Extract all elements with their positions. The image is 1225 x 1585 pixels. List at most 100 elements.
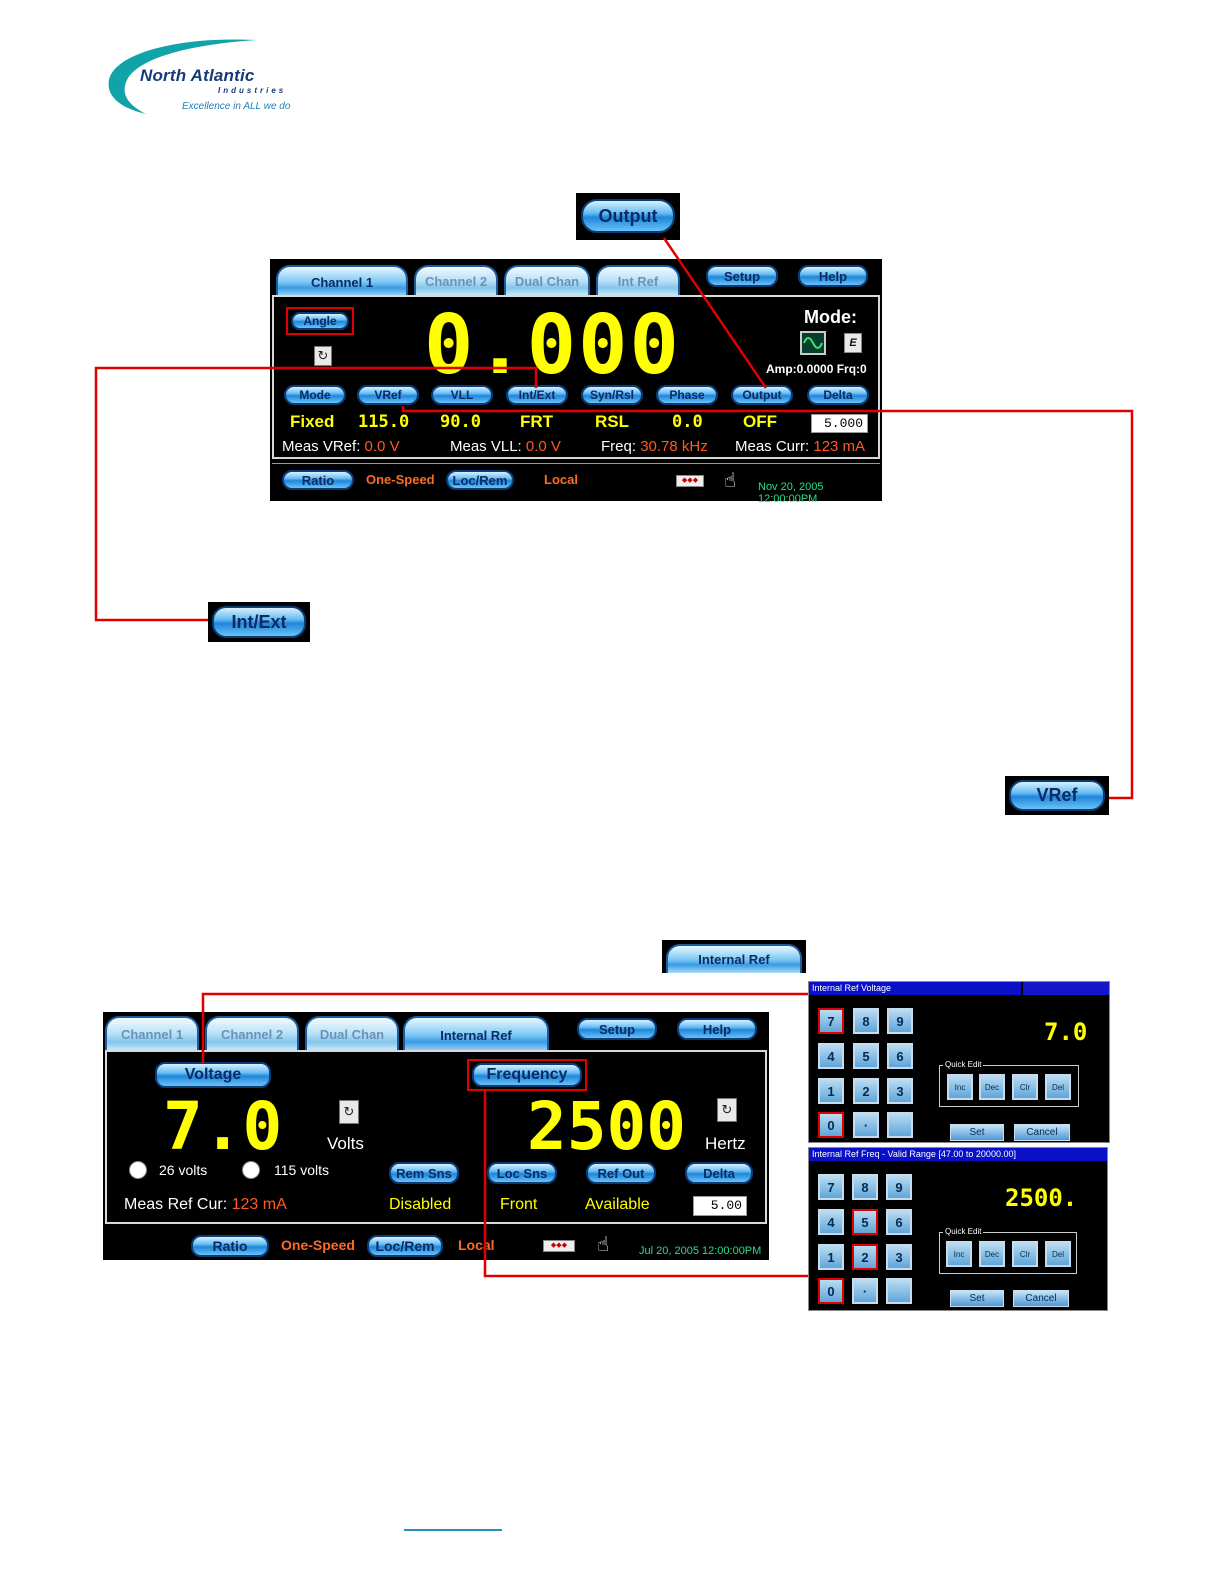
loc-rem-button[interactable]: Loc/Rem xyxy=(446,470,514,490)
clr-button[interactable]: Clr xyxy=(1012,1241,1038,1267)
hand-cursor-icon: ☝ xyxy=(597,1234,610,1256)
key-4[interactable]: 4 xyxy=(818,1043,844,1069)
key-7[interactable]: 7 xyxy=(818,1174,844,1200)
key-0[interactable]: 0 xyxy=(818,1278,844,1304)
key-7[interactable]: 7 xyxy=(818,1008,844,1034)
cancel-button[interactable]: Cancel xyxy=(1013,1290,1069,1307)
voltage-keypad-dialog: Internal Ref Voltage 7 8 9 4 5 6 1 2 3 0… xyxy=(808,981,1110,1143)
key-1[interactable]: 1 xyxy=(818,1078,844,1104)
int-ext-callout-button[interactable]: Int/Ext xyxy=(212,606,306,638)
clr-button[interactable]: Clr xyxy=(1012,1074,1038,1100)
cancel-button[interactable]: Cancel xyxy=(1014,1124,1070,1141)
rem-sns-button[interactable]: Rem Sns xyxy=(389,1162,459,1184)
meas-curr: Meas Curr: 123 mA xyxy=(735,438,866,455)
set-button[interactable]: Set xyxy=(950,1124,1004,1141)
callout-internal-ref: Internal Ref xyxy=(662,940,806,973)
radio-26-volts[interactable] xyxy=(129,1161,147,1179)
key-0[interactable]: 0 xyxy=(818,1112,844,1138)
key-decimal[interactable]: · xyxy=(853,1112,879,1138)
internal-ref-callout-tab[interactable]: Internal Ref xyxy=(666,944,802,973)
tab-dual-chan[interactable]: Dual Chan xyxy=(305,1016,399,1050)
key-decimal[interactable]: · xyxy=(852,1278,878,1304)
connection-icon: ◆◆◆ xyxy=(676,475,704,487)
delta-button[interactable]: Delta xyxy=(807,385,869,405)
frequency-button[interactable]: Frequency xyxy=(472,1063,582,1087)
key-3[interactable]: 3 xyxy=(886,1244,912,1270)
del-button[interactable]: Del xyxy=(1045,1241,1071,1267)
setup-button[interactable]: Setup xyxy=(706,265,778,287)
key-4[interactable]: 4 xyxy=(818,1209,844,1235)
ratio-button[interactable]: Ratio xyxy=(191,1235,269,1257)
frequency-refresh-icon[interactable]: ↻ xyxy=(717,1098,737,1122)
dec-button[interactable]: Dec xyxy=(979,1241,1005,1267)
callout-vref: VRef xyxy=(1005,776,1109,815)
meas-vll: Meas VLL: 0.0 V xyxy=(450,438,561,455)
output-button[interactable]: Output xyxy=(731,385,793,405)
key-9[interactable]: 9 xyxy=(887,1008,913,1034)
key-blank[interactable] xyxy=(887,1112,913,1138)
vref-button[interactable]: VRef xyxy=(357,385,419,405)
dec-button[interactable]: Dec xyxy=(979,1074,1005,1100)
mode-e-icon[interactable]: E xyxy=(844,333,862,353)
inc-button[interactable]: Inc xyxy=(946,1241,972,1267)
angle-button[interactable]: Angle xyxy=(291,312,349,330)
delta-button[interactable]: Delta xyxy=(685,1162,753,1184)
meas-vref: Meas VRef: 0.0 V xyxy=(282,438,400,455)
delta-value-field[interactable]: 5.00 xyxy=(693,1196,747,1216)
loc-rem-button[interactable]: Loc/Rem xyxy=(367,1235,443,1257)
vll-button[interactable]: VLL xyxy=(431,385,493,405)
help-button[interactable]: Help xyxy=(677,1018,757,1040)
vref-callout-button[interactable]: VRef xyxy=(1009,780,1105,811)
tab-channel-2[interactable]: Channel 2 xyxy=(414,265,498,295)
logo-swoosh-icon xyxy=(108,39,256,114)
key-1[interactable]: 1 xyxy=(818,1244,844,1270)
tab-channel-2[interactable]: Channel 2 xyxy=(205,1016,299,1050)
radio-115-volts[interactable] xyxy=(242,1161,260,1179)
callout-int-ext: Int/Ext xyxy=(208,602,310,642)
key-6[interactable]: 6 xyxy=(886,1209,912,1235)
del-button[interactable]: Del xyxy=(1045,1074,1071,1100)
int-ext-value: FRT xyxy=(520,412,554,431)
key-3[interactable]: 3 xyxy=(887,1078,913,1104)
mode-button[interactable]: Mode xyxy=(284,385,346,405)
output-callout-button[interactable]: Output xyxy=(581,199,675,233)
rem-sns-state: Disabled xyxy=(389,1196,452,1213)
voltage-button[interactable]: Voltage xyxy=(155,1062,271,1088)
loc-sns-button[interactable]: Loc Sns xyxy=(487,1162,557,1184)
quick-edit-group xyxy=(939,1232,1077,1274)
ref-out-button[interactable]: Ref Out xyxy=(586,1162,656,1184)
sine-wave-icon[interactable] xyxy=(800,331,826,355)
footer-link-underline[interactable] xyxy=(404,1529,502,1531)
phase-button[interactable]: Phase xyxy=(656,385,718,405)
ratio-button[interactable]: Ratio xyxy=(282,470,354,490)
tab-int-ref[interactable]: Int Ref xyxy=(596,265,680,295)
key-5[interactable]: 5 xyxy=(852,1209,878,1235)
tab-channel-1[interactable]: Channel 1 xyxy=(105,1016,199,1050)
callout-output: Output xyxy=(576,193,680,240)
key-2[interactable]: 2 xyxy=(852,1244,878,1270)
set-button[interactable]: Set xyxy=(950,1290,1004,1307)
key-9[interactable]: 9 xyxy=(886,1174,912,1200)
radio-115-label: 115 volts xyxy=(274,1162,329,1178)
refresh-icon[interactable]: ↻ xyxy=(314,346,332,366)
company-logo: North Atlantic Industries Excellence in … xyxy=(106,36,316,120)
help-button[interactable]: Help xyxy=(798,265,868,287)
logo-company: North Atlantic xyxy=(140,66,255,85)
key-8[interactable]: 8 xyxy=(853,1008,879,1034)
delta-value-field[interactable]: 5.000 xyxy=(811,414,868,433)
setup-button[interactable]: Setup xyxy=(577,1018,657,1040)
speed-status: One-Speed xyxy=(281,1237,355,1253)
voltage-refresh-icon[interactable]: ↻ xyxy=(339,1100,359,1124)
key-5[interactable]: 5 xyxy=(853,1043,879,1069)
key-8[interactable]: 8 xyxy=(852,1174,878,1200)
key-2[interactable]: 2 xyxy=(853,1078,879,1104)
syn-rsl-button[interactable]: Syn/Rsl xyxy=(581,385,643,405)
tab-internal-ref[interactable]: Internal Ref xyxy=(403,1016,549,1052)
tab-dual-chan[interactable]: Dual Chan xyxy=(504,265,590,295)
tab-channel-1[interactable]: Channel 1 xyxy=(276,265,408,297)
key-blank[interactable] xyxy=(886,1278,912,1304)
inc-button[interactable]: Inc xyxy=(947,1074,973,1100)
key-6[interactable]: 6 xyxy=(887,1043,913,1069)
frequency-display: 2500 xyxy=(527,1088,686,1165)
